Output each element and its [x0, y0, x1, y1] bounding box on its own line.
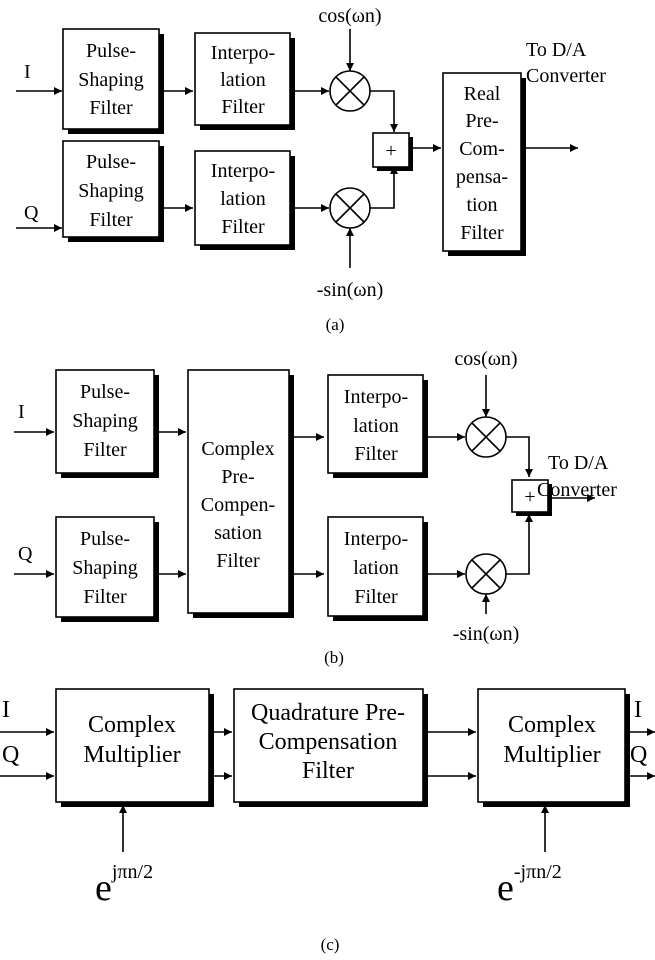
b-interpolation-filter-q: Interpo- lation Filter — [327, 516, 428, 621]
a-real-precompensation-filter: Real Pre- Com- pensa- tion Filter — [442, 72, 526, 256]
a-interp-q-line1: Interpo- — [211, 160, 275, 182]
diagram-a: I Q Pulse- Shaping Filter Pulse- Shaping… — [16, 5, 606, 334]
b-output-line2: Converter — [537, 479, 617, 501]
b-mixer-q-icon — [465, 553, 507, 595]
c-exp2-base: e — [497, 867, 514, 909]
b-pulse-shaping-filter-i: Pulse- Shaping Filter — [55, 369, 159, 478]
b-wire-mixer-adder-q — [506, 514, 533, 575]
b-cos-label: cos(ωn) — [454, 348, 517, 370]
c-mult2-line2: Multiplier — [503, 742, 600, 768]
b-precomp-line4: sation — [214, 522, 262, 544]
c-output-q-label: Q — [630, 742, 647, 768]
a-pulse-shaping-filter-i: Pulse- Shaping Filter — [62, 28, 164, 134]
c-input-q-label: Q — [2, 742, 19, 768]
a-output-line1: To D/A — [526, 39, 587, 61]
c-exp1-sup: jπn/2 — [111, 861, 153, 883]
b-pulse-i-line3: Filter — [83, 439, 127, 461]
a-precomp-line5: tion — [466, 194, 497, 216]
b-pulse-q-line1: Pulse- — [80, 528, 130, 550]
a-interp-i-line2: lation — [220, 69, 266, 91]
c-quadrature-precompensation-filter: Quadrature Pre- Compensation Filter — [233, 688, 428, 807]
diagram-b: I Q Pulse- Shaping Filter Pulse- Shaping… — [14, 348, 617, 667]
a-pulse-i-line2: Shaping — [78, 69, 144, 91]
a-precomp-line4: pensa- — [456, 166, 508, 188]
a-pulse-q-line3: Filter — [89, 209, 133, 231]
a-pulse-i-line1: Pulse- — [86, 40, 136, 62]
b-interp-i-line3: Filter — [354, 443, 398, 465]
a-input-q-label: Q — [24, 202, 39, 224]
diagram-c: I Q Complex Multiplier Quadrature Pre- C… — [0, 688, 655, 954]
b-interp-i-line1: Interpo- — [344, 386, 408, 408]
b-wire-mixer-adder-i — [506, 436, 533, 477]
a-caption: (a) — [326, 315, 345, 334]
b-output-line1: To D/A — [548, 452, 609, 474]
c-exp2-label: e-jπn/2 — [497, 861, 562, 909]
b-interp-q-line2: lation — [353, 557, 399, 579]
b-interp-i-line2: lation — [353, 415, 399, 437]
c-complex-multiplier-2: Complex Multiplier — [477, 688, 630, 807]
a-interpolation-filter-q: Interpo- lation Filter — [194, 150, 295, 250]
a-adder: + — [372, 132, 413, 171]
c-mult1-line1: Complex — [88, 712, 176, 738]
b-pulse-shaping-filter-q: Pulse- Shaping Filter — [55, 516, 159, 622]
c-precomp-line2: Compensation — [259, 729, 398, 755]
b-mixer-i-icon — [465, 416, 507, 458]
b-precomp-line3: Compen- — [201, 494, 275, 516]
c-mult2-line1: Complex — [508, 712, 596, 738]
c-output-i-label: I — [634, 697, 642, 723]
a-precomp-line3: Com- — [459, 138, 505, 160]
b-sin-label: -sin(ωn) — [453, 623, 519, 645]
a-interpolation-filter-i: Interpo- lation Filter — [194, 32, 295, 130]
a-pulse-q-line2: Shaping — [78, 180, 144, 202]
b-interpolation-filter-i: Interpo- lation Filter — [327, 374, 428, 478]
c-complex-multiplier-1: Complex Multiplier — [55, 688, 214, 807]
c-exp2-sup: -jπn/2 — [514, 861, 562, 883]
b-caption: (b) — [324, 648, 344, 667]
a-cos-label: cos(ωn) — [318, 5, 381, 27]
c-exp1-base: e — [95, 867, 112, 909]
b-pulse-i-line2: Shaping — [72, 410, 138, 432]
b-adder-symbol: + — [524, 486, 535, 508]
a-precomp-line2: Pre- — [465, 110, 498, 132]
b-input-i-label: I — [18, 401, 25, 423]
b-precomp-line1: Complex — [201, 438, 274, 460]
c-precomp-line3: Filter — [302, 758, 354, 784]
a-sin-label: -sin(ωn) — [317, 279, 383, 301]
a-adder-symbol: + — [385, 140, 396, 162]
b-precomp-line5: Filter — [216, 550, 260, 572]
a-pulse-shaping-filter-q: Pulse- Shaping Filter — [62, 140, 164, 242]
c-exp1-label: ejπn/2 — [95, 861, 153, 909]
b-complex-precompensation-filter: Complex Pre- Compen- sation Filter — [187, 369, 294, 618]
c-input-i-label: I — [2, 697, 10, 723]
a-interp-q-line2: lation — [220, 188, 266, 210]
a-output-line2: Converter — [526, 65, 606, 87]
a-mixer-i-icon — [329, 70, 371, 112]
a-wire-mixer-adder-i — [370, 90, 398, 132]
c-caption: (c) — [321, 935, 340, 954]
b-input-q-label: Q — [18, 543, 33, 565]
a-interp-i-line3: Filter — [221, 96, 265, 118]
b-interp-q-line3: Filter — [354, 586, 398, 608]
b-precomp-line2: Pre- — [221, 466, 254, 488]
a-pulse-q-line1: Pulse- — [86, 151, 136, 173]
a-input-i-label: I — [24, 61, 31, 83]
b-adder: + — [511, 479, 552, 516]
a-precomp-line6: Filter — [460, 222, 504, 244]
b-pulse-q-line3: Filter — [83, 586, 127, 608]
a-pulse-i-line3: Filter — [89, 97, 133, 119]
a-interp-q-line3: Filter — [221, 216, 265, 238]
c-precomp-line1: Quadrature Pre- — [251, 700, 405, 726]
b-pulse-i-line1: Pulse- — [80, 381, 130, 403]
a-interp-i-line1: Interpo- — [211, 42, 275, 64]
a-wire-mixer-adder-q — [370, 166, 398, 209]
a-precomp-line1: Real — [464, 83, 501, 105]
b-pulse-q-line2: Shaping — [72, 557, 138, 579]
a-mixer-q-icon — [329, 187, 371, 229]
c-mult1-line2: Multiplier — [83, 742, 180, 768]
b-interp-q-line1: Interpo- — [344, 528, 408, 550]
